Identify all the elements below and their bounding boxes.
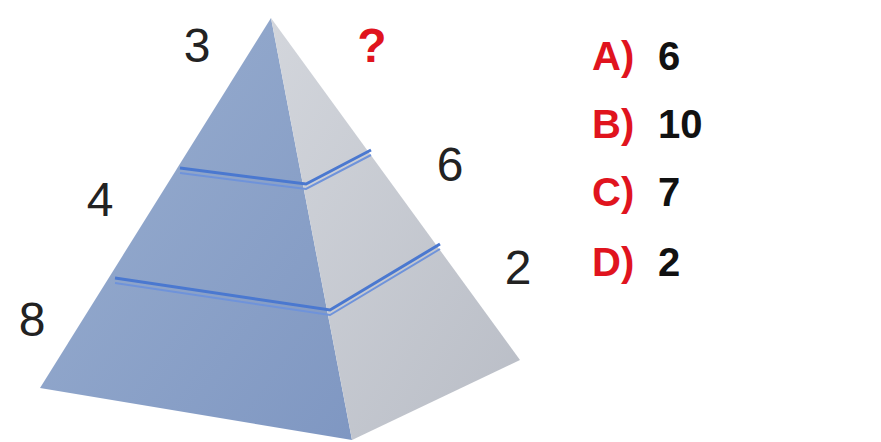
layer-bands (115, 150, 440, 315)
option-value: 6 (658, 36, 680, 76)
unknown-mark: ? (357, 22, 386, 70)
pyramid-number: 6 (437, 141, 464, 189)
option-value: 2 (658, 242, 680, 282)
pyramid-number: 8 (19, 296, 46, 344)
option-value: 7 (658, 172, 680, 212)
pyramid-number: 4 (87, 176, 114, 224)
pyramid-right-face (271, 18, 520, 440)
option-letter: B) (592, 104, 634, 144)
option-letter: A) (592, 36, 634, 76)
option-letter: D) (592, 242, 634, 282)
pyramid-number: 3 (184, 22, 211, 70)
pyramid-number: 2 (505, 244, 532, 292)
option-value: 10 (658, 104, 703, 144)
option-letter: C) (592, 172, 634, 212)
